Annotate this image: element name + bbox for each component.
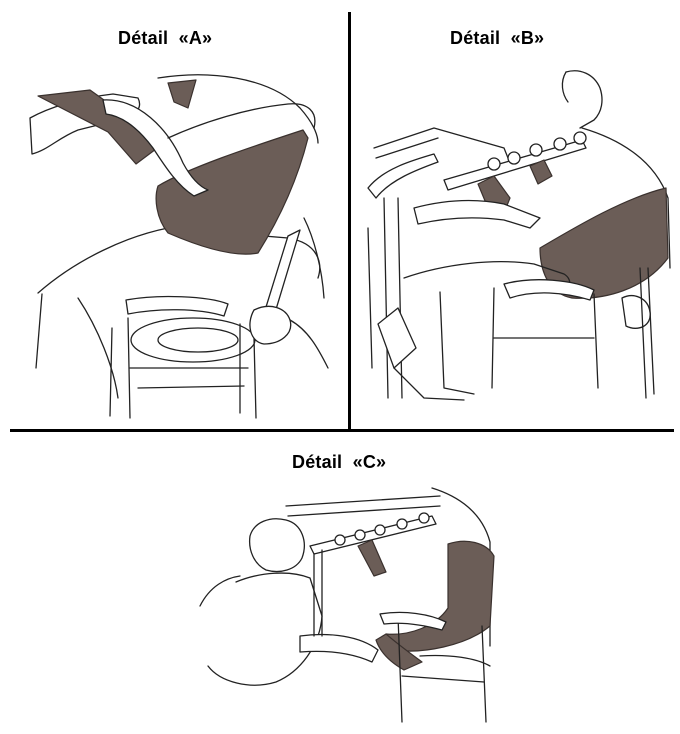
detail-c-title: Détail «C» [292, 452, 386, 473]
detail-c-illustration [190, 486, 520, 730]
horizontal-divider [10, 429, 674, 432]
sling-body [156, 130, 308, 254]
detail-a-illustration [18, 68, 344, 424]
detail-b-title: Détail «B» [450, 28, 544, 49]
detail-a-title: Détail «A» [118, 28, 212, 49]
sling-strap [358, 540, 386, 576]
sling-body [386, 541, 494, 651]
vertical-divider [348, 12, 351, 430]
detail-b-illustration [354, 68, 672, 424]
